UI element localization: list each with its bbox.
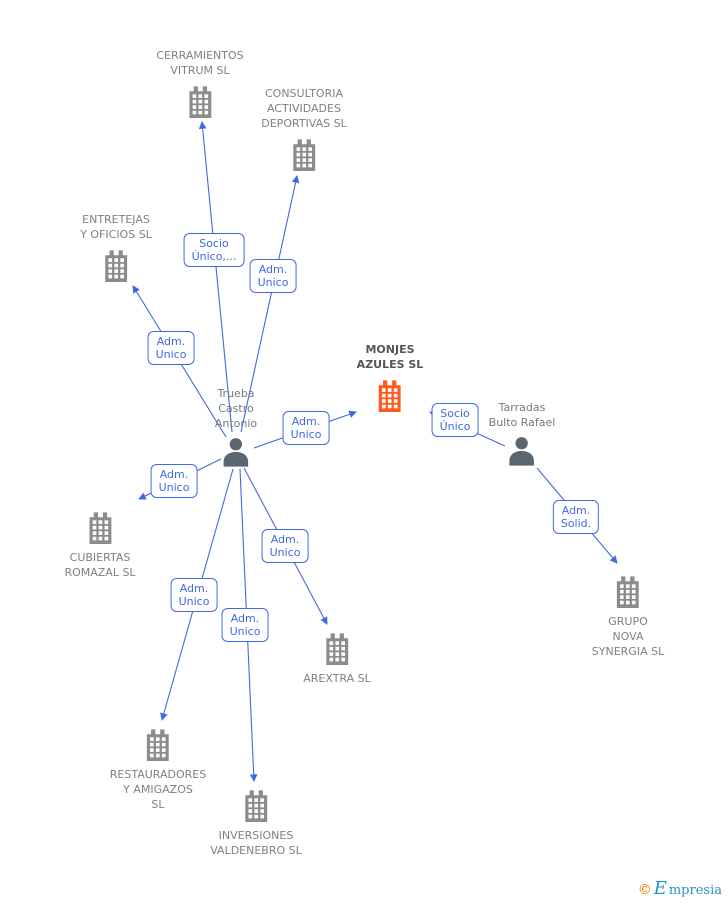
person-icon: [220, 437, 252, 467]
building-icon: [241, 788, 271, 822]
person-icon: [506, 436, 538, 466]
company-label: AREXTRA SL: [303, 672, 371, 685]
company-label: CONSULTORIA ACTIVIDADES DEPORTIVAS SL: [261, 87, 347, 130]
company-label: CERRAMIENTOS VITRUM SL: [156, 49, 244, 77]
edge-label-socio-unico-monjes: Socio Único: [431, 403, 479, 437]
edge-label-adm-solid-gruponova: Adm. Solid.: [552, 500, 600, 534]
node-cerramientos-vitrum[interactable]: CERRAMIENTOS VITRUM SL: [156, 48, 244, 118]
building-icon: [85, 510, 115, 544]
person-label: Trueba Castro Antonio: [214, 387, 258, 430]
node-grupo-nova-synergia[interactable]: GRUPO NOVA SYNERGIA SL: [592, 574, 664, 659]
node-monjes-azules[interactable]: MONJES AZULES SL: [356, 342, 424, 412]
person-label: Tarradas Bulto Rafael: [488, 401, 556, 429]
building-icon: [101, 248, 131, 282]
edge-label-adm-unico-monjes: Adm. Unico: [282, 411, 330, 445]
node-tarradas-bulto-rafael[interactable]: Tarradas Bulto Rafael: [488, 400, 556, 466]
arrow-trueba-consultoria: [240, 175, 300, 433]
edge-label-adm-unico-consultoria: Adm. Unico: [249, 259, 297, 293]
company-label-highlighted: MONJES AZULES SL: [356, 343, 424, 371]
building-icon: [375, 378, 405, 412]
edge-label-adm-unico-entretejas: Adm. Unico: [147, 331, 195, 365]
node-restauradores-amigazos[interactable]: RESTAURADORES Y AMIGAZOS SL: [110, 727, 206, 812]
company-label: RESTAURADORES Y AMIGAZOS SL: [109, 768, 207, 811]
node-arextra[interactable]: AREXTRA SL: [303, 631, 371, 686]
building-icon: [143, 727, 173, 761]
node-trueba-castro-antonio[interactable]: Trueba Castro Antonio: [215, 386, 257, 467]
brand-initial: E: [653, 878, 667, 899]
company-label: ENTRETEJAS Y OFICIOS SL: [80, 213, 152, 241]
node-cubiertas-romazal[interactable]: CUBIERTAS ROMAZAL SL: [64, 510, 136, 580]
node-inversiones-valdenebro[interactable]: INVERSIONES VALDENEBRO SL: [210, 788, 302, 858]
edge-label-adm-unico-restauradores: Adm. Unico: [170, 578, 218, 612]
building-icon: [185, 84, 215, 118]
edge-label-adm-unico-inversiones: Adm. Unico: [221, 608, 269, 642]
node-entretejas-oficios[interactable]: ENTRETEJAS Y OFICIOS SL: [80, 212, 152, 282]
edge-label-adm-unico-cubiertas: Adm. Unico: [150, 464, 198, 498]
copyright-icon: ©: [637, 882, 652, 898]
building-icon: [613, 574, 643, 608]
node-consultoria-deportivas[interactable]: CONSULTORIA ACTIVIDADES DEPORTIVAS SL: [261, 86, 347, 171]
arrow-trueba-cerramientos: [198, 121, 233, 433]
building-icon: [322, 631, 352, 665]
edge-label-socio-unico-cerramientos: Socio Único,...: [183, 233, 245, 267]
company-label: CUBIERTAS ROMAZAL SL: [64, 551, 136, 579]
brand-text: mpresia: [668, 883, 722, 898]
edge-label-adm-unico-arextra: Adm. Unico: [261, 529, 309, 563]
company-label: GRUPO NOVA SYNERGIA SL: [591, 615, 665, 658]
building-icon: [289, 137, 319, 171]
company-label: INVERSIONES VALDENEBRO SL: [210, 829, 302, 857]
empresia-logo[interactable]: © E mpresia: [638, 878, 722, 899]
